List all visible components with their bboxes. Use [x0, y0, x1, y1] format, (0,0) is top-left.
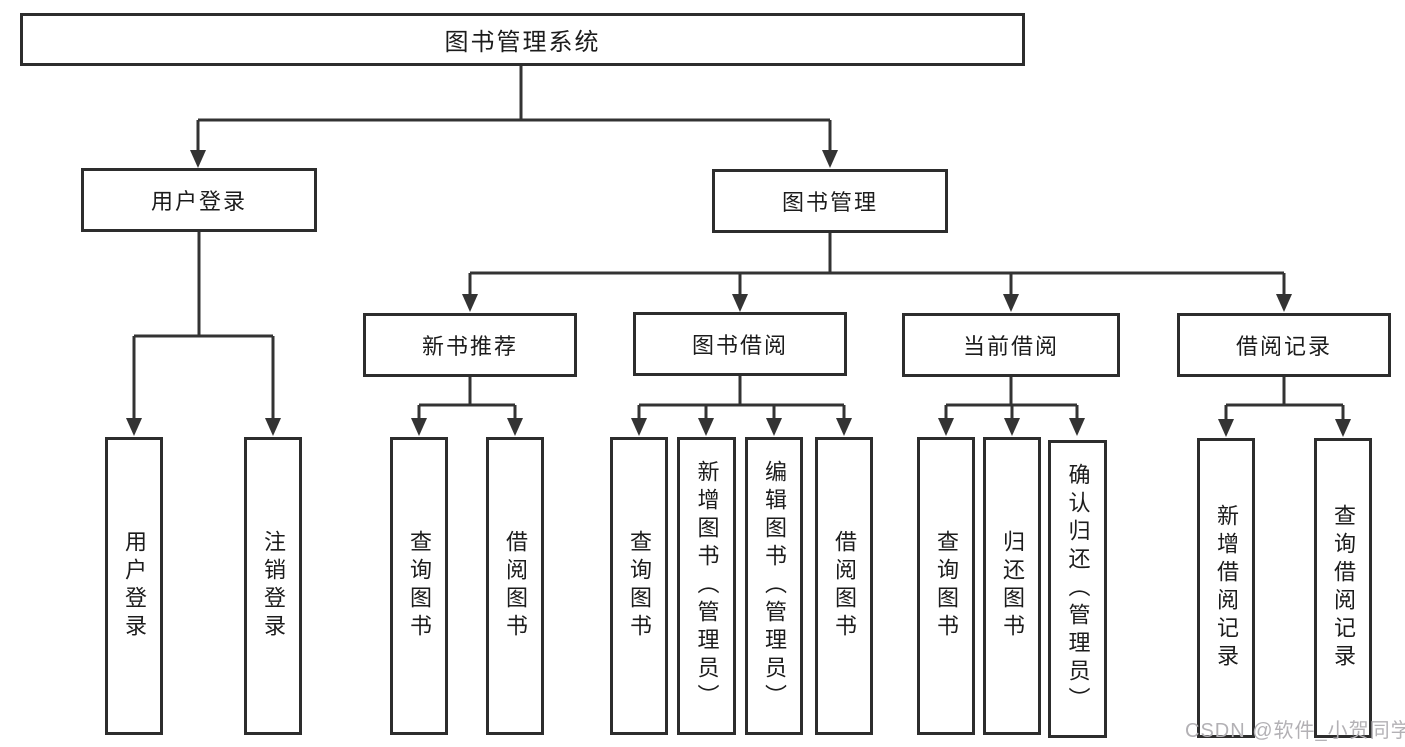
leaf-borrow-books-1-label: 借阅图书 [503, 530, 528, 642]
watermark: CSDN @软件_小贺同学 [1185, 720, 1405, 742]
leaf-add-book-admin: 新增图书（管理员） [677, 437, 736, 735]
arrowhead-query-books-1 [411, 418, 427, 436]
arrowhead-add-book [698, 418, 714, 436]
leaf-query-books-3-label: 查询图书 [934, 530, 959, 642]
leaf-query-books-1-label: 查询图书 [407, 530, 432, 642]
connector-user-login-children [132, 232, 275, 420]
node-current-borrowing: 当前借阅 [902, 313, 1120, 377]
arrowhead-query-books-2 [631, 418, 647, 436]
node-book-borrowing-label: 图书借阅 [691, 333, 788, 358]
arrowhead-edit-book [766, 418, 782, 436]
node-book-management: 图书管理 [712, 169, 948, 233]
leaf-edit-book-admin: 编辑图书（管理员） [745, 437, 803, 735]
node-borrow-records: 借阅记录 [1177, 313, 1391, 377]
leaf-confirm-return-admin-label: 确认归还（管理员） [1065, 463, 1091, 715]
leaf-add-book-admin-label: 新增图书（管理员） [694, 460, 720, 712]
arrowhead-leaf-logout [265, 418, 281, 436]
leaf-query-books-2-label: 查询图书 [627, 530, 652, 642]
arrowhead-confirm-return [1069, 418, 1085, 436]
node-borrow-records-label: 借阅记录 [1235, 334, 1332, 359]
arrowhead-new-book-recommend [462, 294, 478, 312]
connector-new-book-recommend-children [417, 377, 517, 420]
leaf-confirm-return-admin: 确认归还（管理员） [1048, 440, 1107, 738]
leaf-return-book: 归还图书 [983, 437, 1041, 735]
node-new-book-recommend-label: 新书推荐 [421, 334, 518, 359]
node-book-borrowing: 图书借阅 [633, 312, 847, 376]
arrowhead-borrow-records [1276, 294, 1292, 312]
node-root-label: 图书管理系统 [444, 29, 601, 56]
leaf-user-login-label: 用户登录 [122, 530, 147, 642]
arrowhead-user-login [190, 150, 206, 168]
node-root: 图书管理系统 [20, 13, 1025, 66]
arrowhead-book-management [822, 150, 838, 168]
leaf-edit-book-admin-label: 编辑图书（管理员） [762, 460, 787, 712]
leaf-borrow-books-2-label: 借阅图书 [832, 530, 857, 642]
node-book-management-label: 图书管理 [781, 190, 878, 215]
connector-borrow-records-children [1224, 377, 1345, 421]
leaf-return-book-label: 归还图书 [1000, 530, 1025, 642]
arrowhead-book-borrowing [732, 294, 748, 312]
node-current-borrowing-label: 当前借阅 [962, 334, 1059, 359]
arrowhead-add-borrow-record [1218, 419, 1234, 437]
leaf-query-borrow-record: 查询借阅记录 [1314, 438, 1372, 738]
leaf-query-books-3: 查询图书 [917, 437, 975, 735]
connector-root-to-level2 [196, 66, 832, 152]
connector-book-management-children [468, 233, 1286, 296]
arrowhead-query-borrow-record [1335, 419, 1351, 437]
node-user-login: 用户登录 [81, 168, 317, 232]
leaf-query-books-1: 查询图书 [390, 437, 448, 735]
node-user-login-label: 用户登录 [150, 189, 247, 214]
arrowhead-leaf-user-login [126, 418, 142, 436]
leaf-borrow-books-1: 借阅图书 [486, 437, 544, 735]
leaf-logout: 注销登录 [244, 437, 302, 735]
connector-book-borrowing-children [637, 376, 846, 420]
arrowhead-borrow-books-1 [507, 418, 523, 436]
arrowhead-return-book [1004, 418, 1020, 436]
leaf-logout-label: 注销登录 [261, 530, 286, 642]
leaf-user-login: 用户登录 [105, 437, 163, 735]
leaf-add-borrow-record-label: 新增借阅记录 [1214, 504, 1239, 672]
leaf-add-borrow-record: 新增借阅记录 [1197, 438, 1255, 738]
arrowhead-query-books-3 [938, 418, 954, 436]
leaf-query-borrow-record-label: 查询借阅记录 [1331, 504, 1356, 672]
leaf-query-books-2: 查询图书 [610, 437, 668, 735]
connector-current-borrowing-children [944, 377, 1079, 420]
node-new-book-recommend: 新书推荐 [363, 313, 577, 377]
arrowhead-borrow-books-2 [836, 418, 852, 436]
leaf-borrow-books-2: 借阅图书 [815, 437, 873, 735]
arrowhead-current-borrowing [1003, 294, 1019, 312]
